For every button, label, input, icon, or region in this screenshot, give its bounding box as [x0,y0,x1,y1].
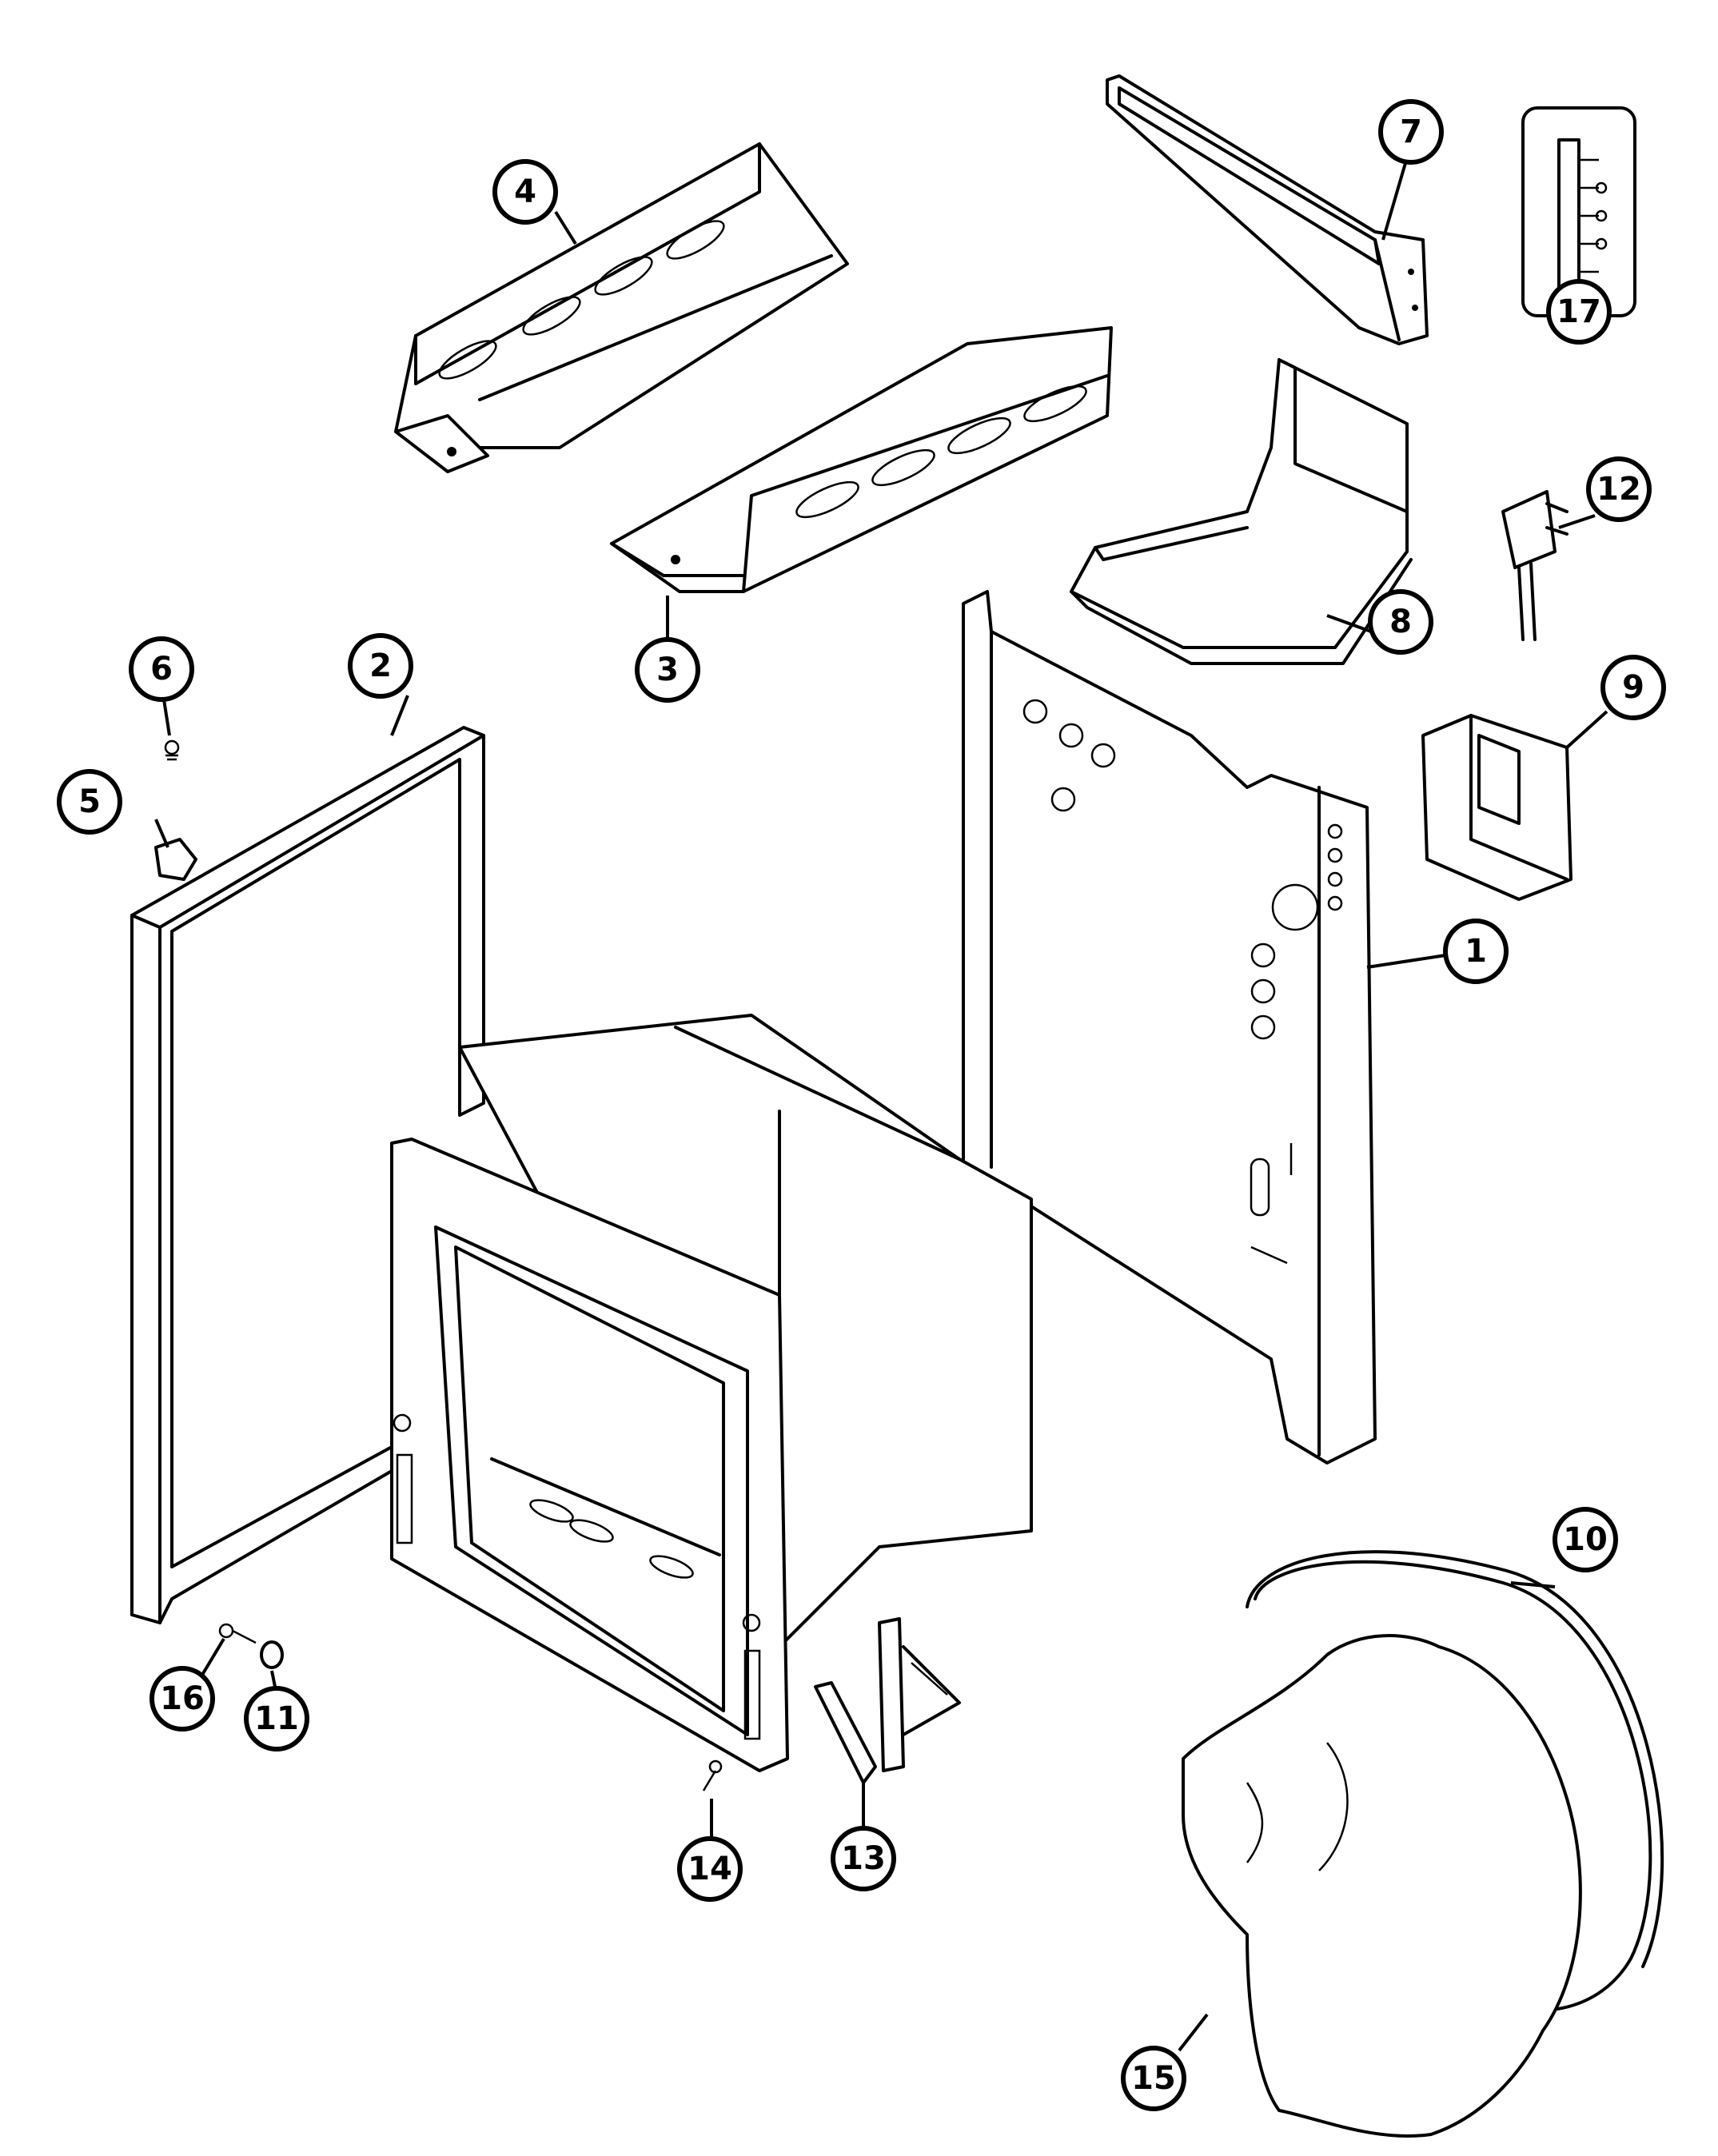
svg-text:8: 8 [1389,604,1412,640]
part-4-top-bracket [394,142,849,473]
part-10-gasket [1246,1550,1664,2012]
svg-text:14: 14 [688,1851,732,1887]
part-16-screw [218,1623,257,1644]
svg-text:13: 13 [841,1840,886,1877]
svg-text:17: 17 [1557,293,1601,330]
part-2-door-frame [130,726,485,1624]
svg-text:6: 6 [150,651,173,687]
callout-7: 7 [1378,99,1444,165]
part-8-air-duct [1070,358,1413,665]
callout-16: 16 [149,1666,215,1732]
callout-3: 3 [635,637,700,703]
part-1-side-panel [962,590,1377,1465]
svg-text:4: 4 [514,173,536,210]
callout-10: 10 [1553,1507,1618,1572]
part-15-insulation [1182,1634,1582,2138]
part-3-bottom-bracket [610,326,1113,593]
part-17-terminal-block [1521,106,1636,317]
part-7-duct [1106,74,1429,345]
svg-text:3: 3 [656,652,679,688]
svg-text:12: 12 [1596,471,1641,508]
svg-text:7: 7 [1400,114,1422,150]
callout-2: 2 [348,633,413,699]
callout-13: 13 [831,1826,896,1891]
callout-1: 1 [1443,919,1509,984]
callout-14: 14 [677,1836,743,1902]
callout-5: 5 [57,769,122,835]
part-11-bumper [260,1640,284,1669]
svg-text:10: 10 [1563,1521,1608,1558]
svg-text:2: 2 [369,648,392,684]
svg-text:5: 5 [78,783,101,820]
part-14-screw [702,1759,723,1791]
svg-text:1: 1 [1465,933,1487,970]
part-13-hinge [814,1617,961,1784]
callout-8: 8 [1368,589,1433,655]
callout-4: 4 [492,159,558,225]
callout-15: 15 [1121,2046,1186,2111]
part-5-clip [154,838,197,881]
svg-text:9: 9 [1622,669,1644,706]
svg-text:11: 11 [254,1700,299,1737]
callout-9: 9 [1600,655,1666,720]
callout-6: 6 [129,636,194,702]
callout-12: 12 [1586,456,1652,522]
part-6-screw [164,739,180,761]
part-12-power-plug [1501,490,1569,641]
svg-text:15: 15 [1131,2060,1176,2097]
callout-11: 11 [244,1686,309,1752]
part-9-junction-box [1421,714,1573,901]
svg-text:16: 16 [160,1680,205,1717]
oven-front-frame [390,1138,789,1772]
callout-17: 17 [1546,279,1612,345]
